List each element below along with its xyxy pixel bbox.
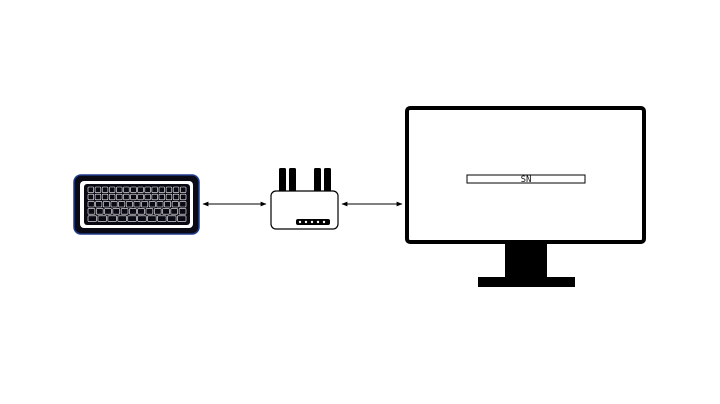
keyboard-key — [94, 186, 102, 193]
keyboard-key — [109, 186, 116, 193]
keyboard-key — [172, 186, 180, 193]
keyboard-key — [170, 208, 179, 215]
keyboard-key — [130, 186, 137, 193]
keyboard-keys — [87, 186, 187, 222]
keyboard-key — [127, 215, 137, 222]
keyboard-key — [123, 193, 130, 201]
keyboard-key — [141, 201, 149, 208]
keyboard-key — [120, 208, 129, 215]
keyboard-key — [153, 208, 162, 215]
keyboard-key — [148, 201, 156, 208]
keyboard-key — [97, 215, 107, 222]
keyboard-key — [147, 215, 157, 222]
keyboard-key — [144, 186, 151, 193]
keyboard-key — [125, 201, 133, 208]
keyboard-key — [144, 193, 151, 201]
keyboard-key — [137, 193, 144, 201]
keyboard-key — [116, 193, 123, 201]
keyboard-key — [137, 215, 147, 222]
keyboard-key — [137, 186, 144, 193]
keyboard-key — [87, 193, 94, 201]
keyboard-key — [180, 186, 187, 193]
keyboard-key — [112, 208, 121, 215]
keyboard-key — [171, 201, 179, 208]
keyboard-key — [151, 186, 158, 193]
keyboard-key — [94, 193, 102, 201]
keyboard-key — [162, 208, 170, 215]
keyboard-key — [87, 201, 95, 208]
monitor-screen-text: SN — [521, 175, 532, 185]
keyboard-key — [87, 186, 94, 193]
keyboard-key — [107, 215, 117, 222]
keyboard-key — [117, 215, 127, 222]
keyboard-key — [137, 208, 145, 215]
keyboard-key — [116, 186, 123, 193]
keyboard-key — [172, 193, 180, 201]
keyboard-key — [180, 193, 187, 201]
keyboard-key — [177, 215, 187, 222]
keyboard-key — [164, 201, 172, 208]
monitor-icon: SN — [405, 106, 646, 287]
wifi-router-icon — [270, 168, 339, 230]
keyboard-key — [179, 201, 187, 208]
keyboard-key — [157, 215, 167, 222]
keyboard-key — [118, 201, 126, 208]
keyboard-key — [165, 186, 173, 193]
keyboard-key — [156, 201, 164, 208]
keyboard-key — [110, 201, 118, 208]
keyboard-key — [123, 186, 130, 193]
keyboard-key — [167, 215, 177, 222]
keyboard-key — [158, 186, 165, 193]
keyboard-key — [87, 215, 97, 222]
keyboard-key — [133, 201, 141, 208]
keyboard-key — [95, 201, 103, 208]
keyboard-key — [145, 208, 154, 215]
keyboard-key — [87, 208, 96, 215]
keyboard-key — [130, 193, 137, 201]
keyboard-icon — [73, 174, 200, 235]
keyboard-key — [178, 208, 187, 215]
keyboard-key — [129, 208, 137, 215]
keyboard-key — [104, 208, 112, 215]
keyboard-key — [102, 201, 110, 208]
keyboard-key — [95, 208, 104, 215]
keyboard-key — [151, 193, 158, 201]
keyboard-key — [101, 193, 109, 201]
keyboard-key — [165, 193, 173, 201]
keyboard-key — [101, 186, 109, 193]
keyboard-key — [158, 193, 165, 201]
keyboard-key — [109, 193, 116, 201]
